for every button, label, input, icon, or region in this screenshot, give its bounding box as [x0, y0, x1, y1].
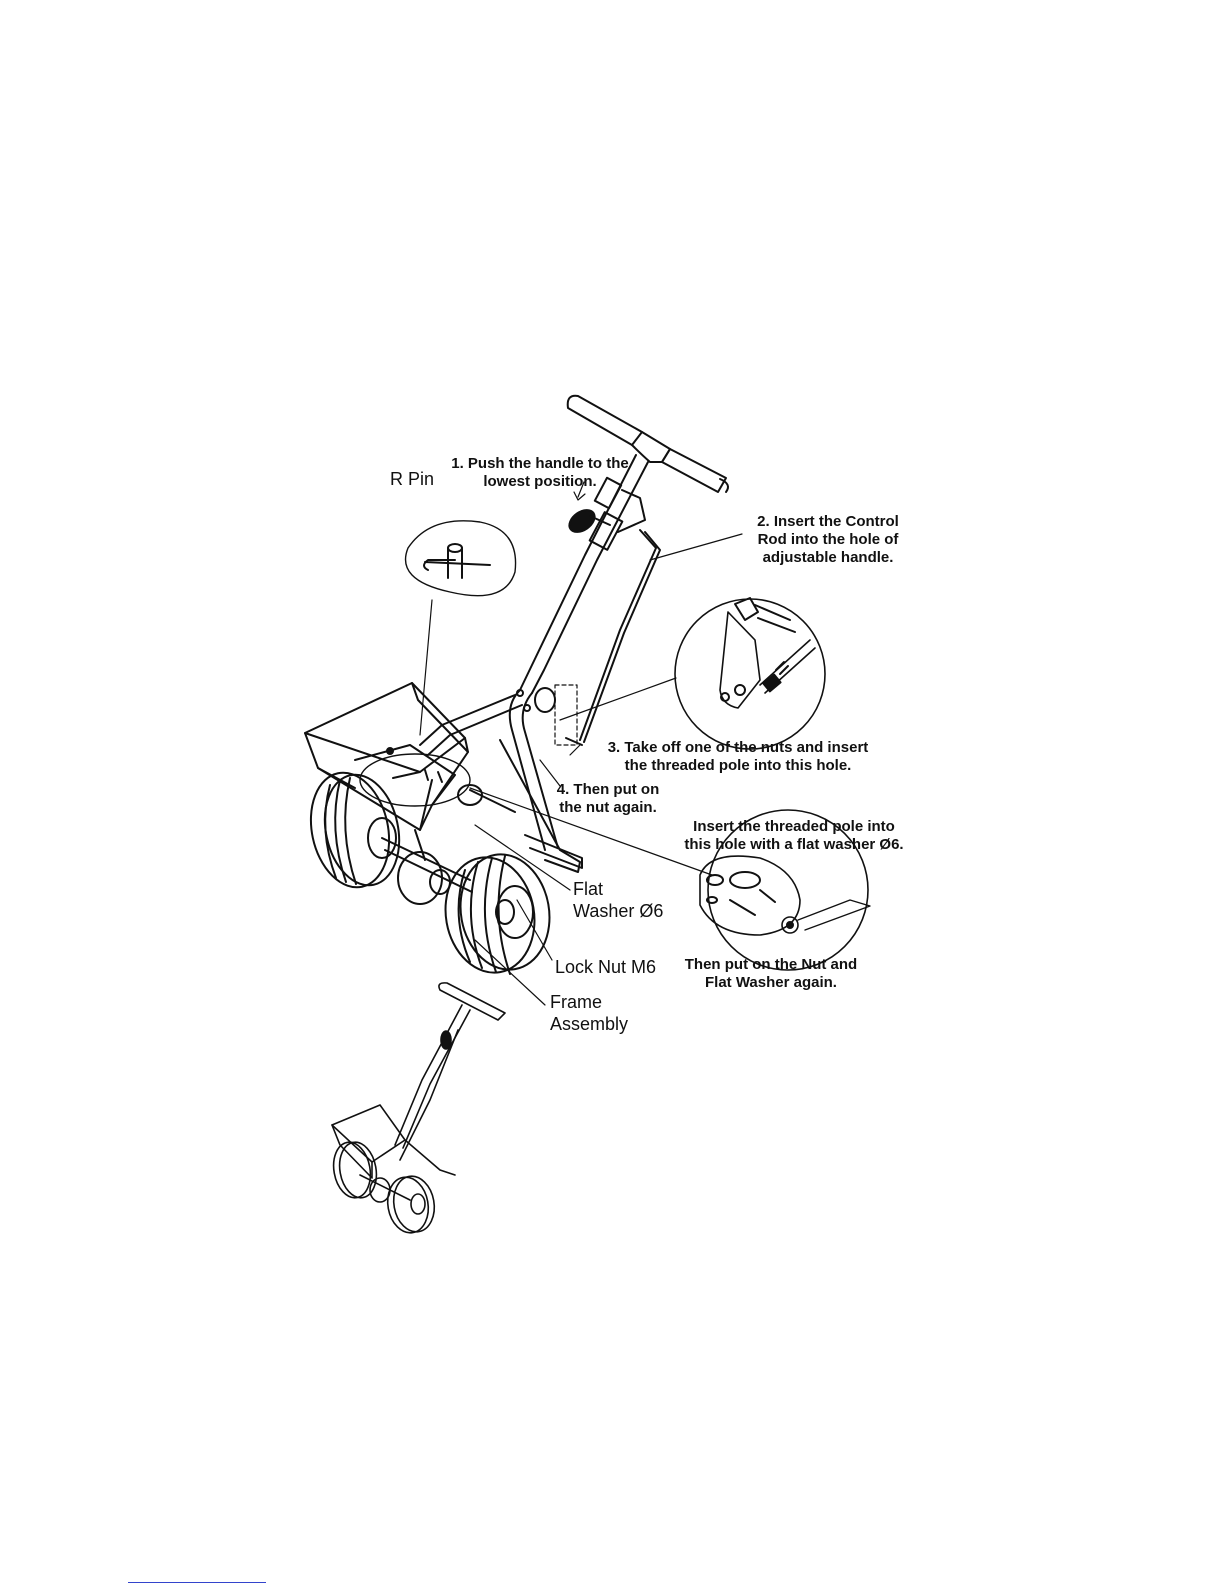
hopper [304, 682, 471, 831]
label-step4: 4. Then put on the nut again. [556, 781, 660, 816]
leader-lines [474, 481, 743, 1006]
label-lock-nut: Lock Nut M6 [555, 957, 657, 977]
rear-wheel-left [309, 771, 401, 889]
spreader-thumbnail [331, 982, 506, 1234]
washer-detail-callout [457, 784, 871, 971]
control-rod [565, 529, 661, 746]
spreader-main [304, 394, 729, 975]
support-leg [524, 834, 583, 869]
label-insert-threaded-pole: Insert the threaded pole into this hole … [684, 818, 904, 853]
label-step1: 1. Push the handle to the lowest positio… [451, 455, 629, 490]
handle-grips [566, 394, 729, 493]
label-step2: 2. Insert the Control Rod into the hole … [757, 513, 899, 566]
label-flat-washer: Flat Washer Ø6 [573, 879, 664, 921]
page-link-underline [128, 1582, 266, 1583]
frame-bars [419, 689, 581, 873]
label-step3: 3. Take off one of the nuts and insert t… [607, 739, 869, 774]
adjust-knob [568, 509, 611, 533]
label-r-pin: R Pin [390, 469, 435, 489]
label-frame-assembly: Frame Assembly [550, 992, 629, 1034]
front-wheel-right [444, 853, 551, 975]
nut-detail-callout [534, 597, 826, 750]
label-then-put-on-nut: Then put on the Nut and Flat Washer agai… [684, 956, 858, 991]
rpin-callout [404, 520, 517, 736]
